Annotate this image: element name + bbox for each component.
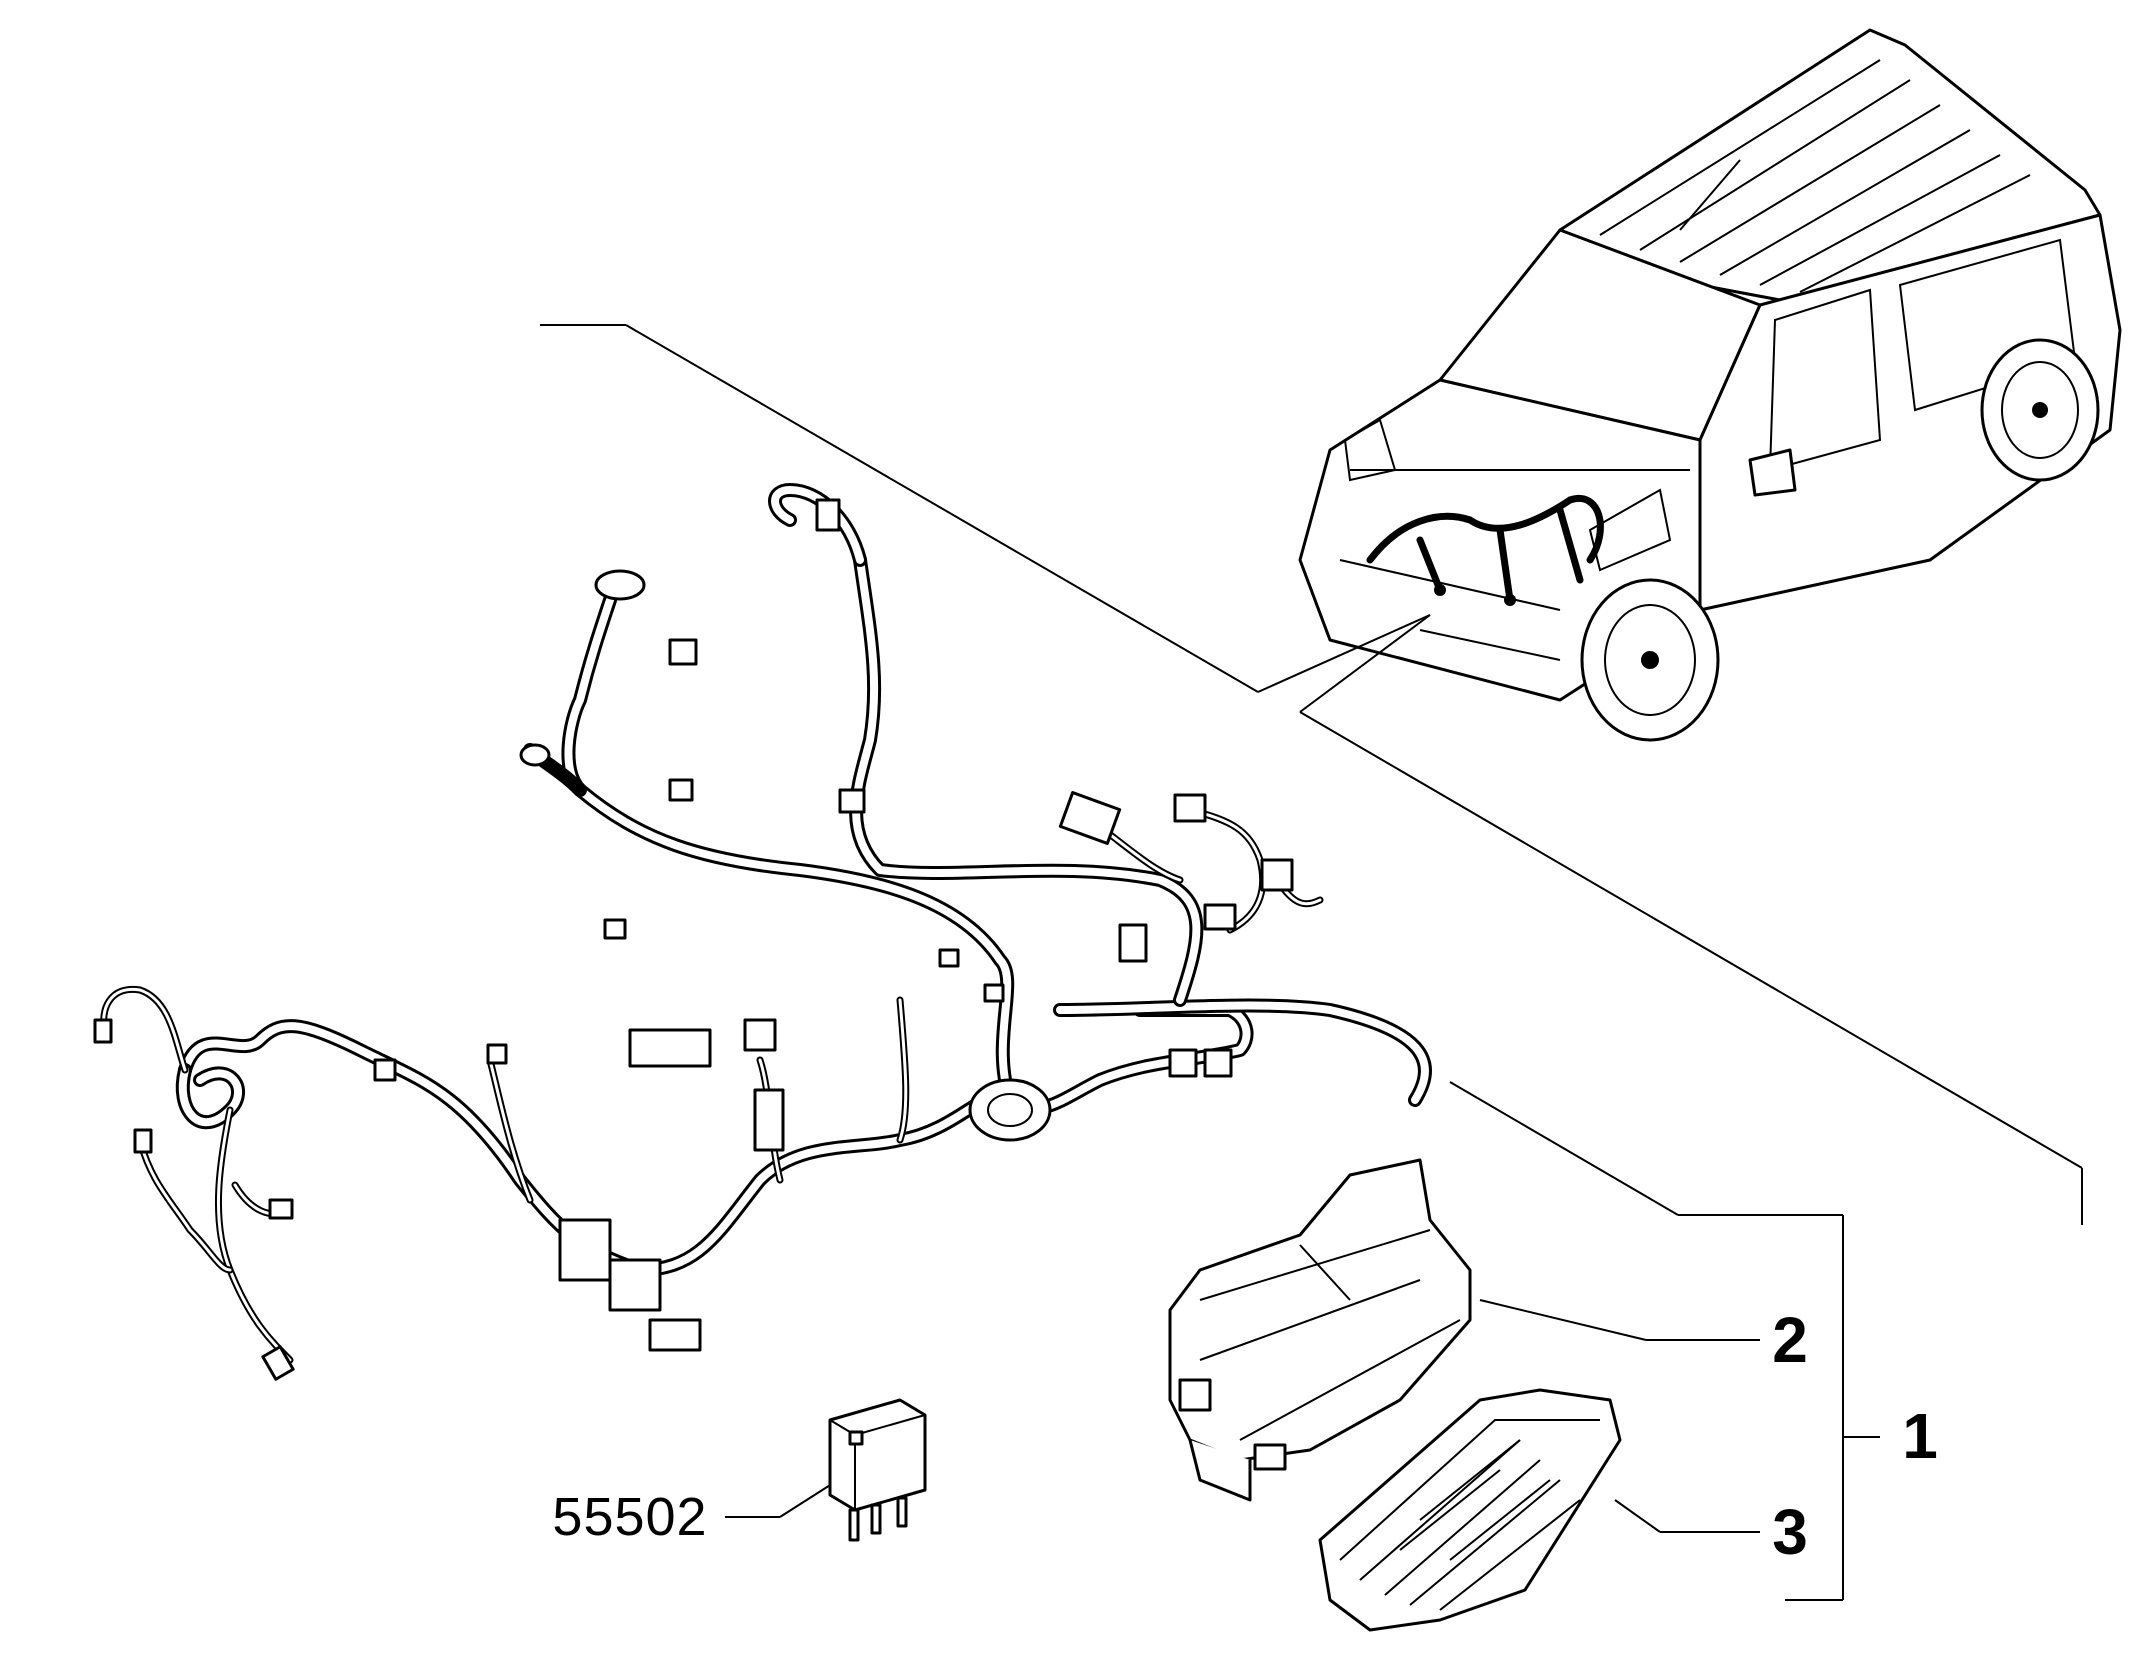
relay-part xyxy=(828,1398,927,1542)
fuse-box-cover xyxy=(1168,1158,1472,1502)
callout-cover: 2 xyxy=(1772,1304,1808,1376)
van-illustration xyxy=(1298,28,2122,742)
callout-labels: 1 2 3 55502 xyxy=(552,1304,1937,1568)
callout-assembly: 1 xyxy=(1902,1400,1938,1472)
leader-lines xyxy=(540,324,2083,1601)
callout-base: 3 xyxy=(1772,1496,1808,1568)
wiring-harness xyxy=(93,483,1432,1381)
callout-relay: 55502 xyxy=(552,1487,707,1547)
fuse-box-base xyxy=(1318,1388,1622,1632)
